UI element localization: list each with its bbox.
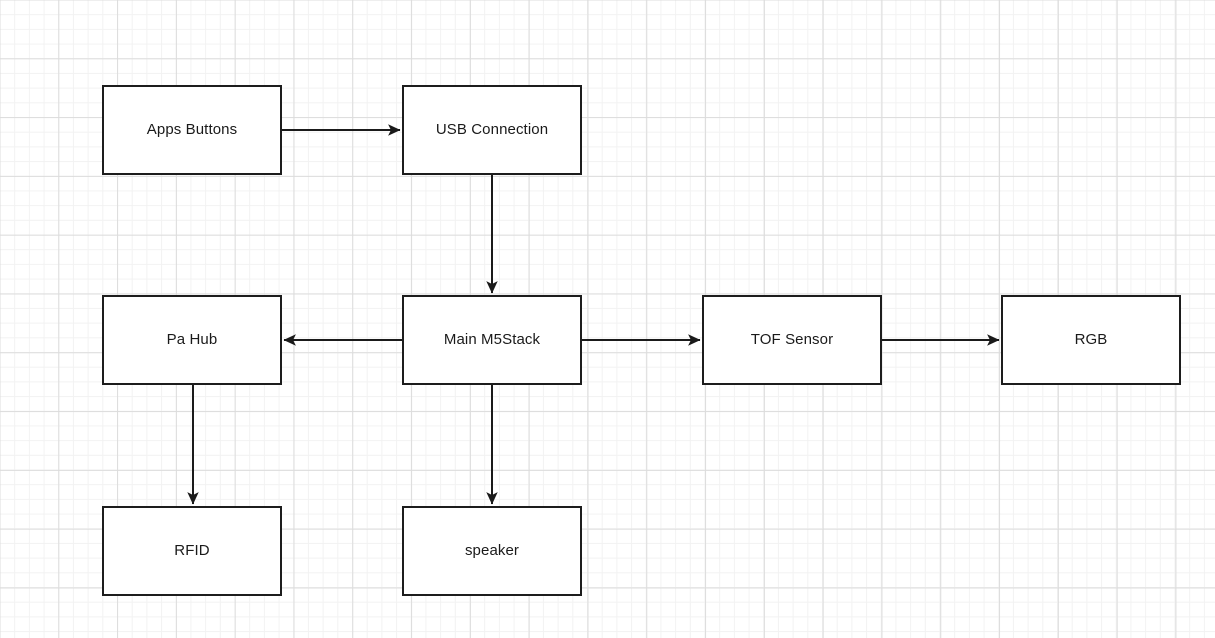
node-main-m5stack[interactable]: Main M5Stack — [402, 295, 582, 385]
node-tof-sensor[interactable]: TOF Sensor — [702, 295, 882, 385]
node-label-main-m5stack: Main M5Stack — [443, 331, 541, 348]
node-rgb[interactable]: RGB — [1001, 295, 1181, 385]
node-label-speaker: speaker — [464, 542, 520, 559]
node-label-rgb: RGB — [1074, 331, 1108, 348]
node-label-usb-connection: USB Connection — [435, 121, 549, 138]
node-pa-hub[interactable]: Pa Hub — [102, 295, 282, 385]
node-label-rfid: RFID — [174, 542, 210, 559]
node-apps-buttons[interactable]: Apps Buttons — [102, 85, 282, 175]
node-label-pa-hub: Pa Hub — [166, 331, 218, 348]
node-label-tof-sensor: TOF Sensor — [750, 331, 834, 348]
node-speaker[interactable]: speaker — [402, 506, 582, 596]
node-label-apps-buttons: Apps Buttons — [146, 121, 238, 138]
node-rfid[interactable]: RFID — [102, 506, 282, 596]
node-usb-connection[interactable]: USB Connection — [402, 85, 582, 175]
